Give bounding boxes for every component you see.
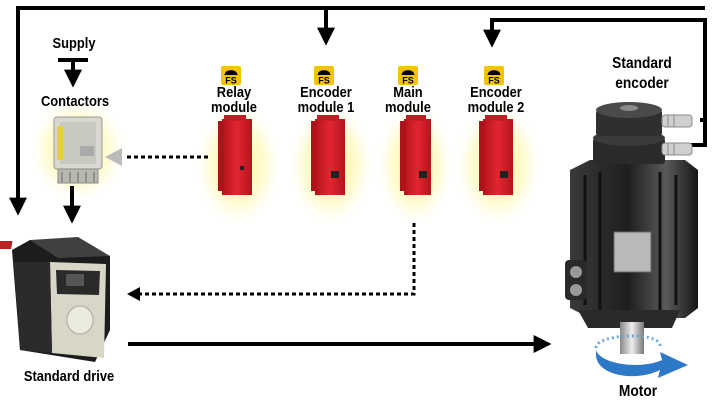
main-module-label-line1: Main <box>393 84 423 101</box>
standard-drive-label: Standard drive <box>23 368 115 385</box>
standard-encoder-device <box>593 102 693 164</box>
relay-module <box>218 115 252 195</box>
main-module-to-drive-dotted <box>140 223 416 296</box>
motor-label: Motor <box>618 383 658 400</box>
main-module <box>400 115 431 195</box>
standard-encoder-label-line1: Standard <box>612 55 672 72</box>
fs-badge-encoder-1-text: FS <box>318 76 330 86</box>
contactors-device <box>53 116 103 184</box>
fs-badge-relay-text: FS <box>225 76 237 86</box>
rotation-arrow-icon <box>594 334 688 378</box>
standard-encoder-label: Standard encoder <box>603 54 680 94</box>
main-module-to-drive-arrowhead <box>127 287 140 301</box>
relay-module-label: Relay module <box>200 85 269 115</box>
encoder-module-1 <box>311 115 345 195</box>
fs-badge-main-text: FS <box>402 76 414 86</box>
encoder-module-2-label-line2: module 2 <box>467 99 525 116</box>
relay-to-contactors-arrowhead <box>105 148 122 166</box>
encoder-module-2-label: Encoder module 2 <box>457 85 534 115</box>
relay-module-label-line2: module <box>211 99 257 116</box>
standard-encoder-label-line2: encoder <box>615 75 669 92</box>
contactors-label: Contactors <box>40 93 110 110</box>
encoder-module-2 <box>479 115 513 195</box>
fs-badge-encoder-2-text: FS <box>488 76 500 86</box>
encoder-module-2-label-line1: Encoder <box>470 84 522 101</box>
fs-badge-encoder-1-icon: FS <box>314 66 334 85</box>
motor <box>565 160 698 354</box>
encoder-module-1-label-line2: module 1 <box>297 99 355 116</box>
supply-label: Supply <box>52 35 96 52</box>
top-wire <box>16 6 705 212</box>
standard-drive <box>0 237 110 362</box>
encoder-cable-loop <box>483 18 707 147</box>
fs-badge-main-icon: FS <box>398 66 418 85</box>
main-module-label-line2: module <box>385 99 431 116</box>
main-module-label: Main module <box>378 85 438 115</box>
encoder-module-1-label: Encoder module 1 <box>287 85 364 115</box>
encoder-module-1-label-line1: Encoder <box>300 84 352 101</box>
relay-module-label-line1: Relay <box>216 84 252 101</box>
fs-badge-encoder-2-icon: FS <box>484 66 504 85</box>
fs-badge-relay-icon: FS <box>221 66 241 85</box>
